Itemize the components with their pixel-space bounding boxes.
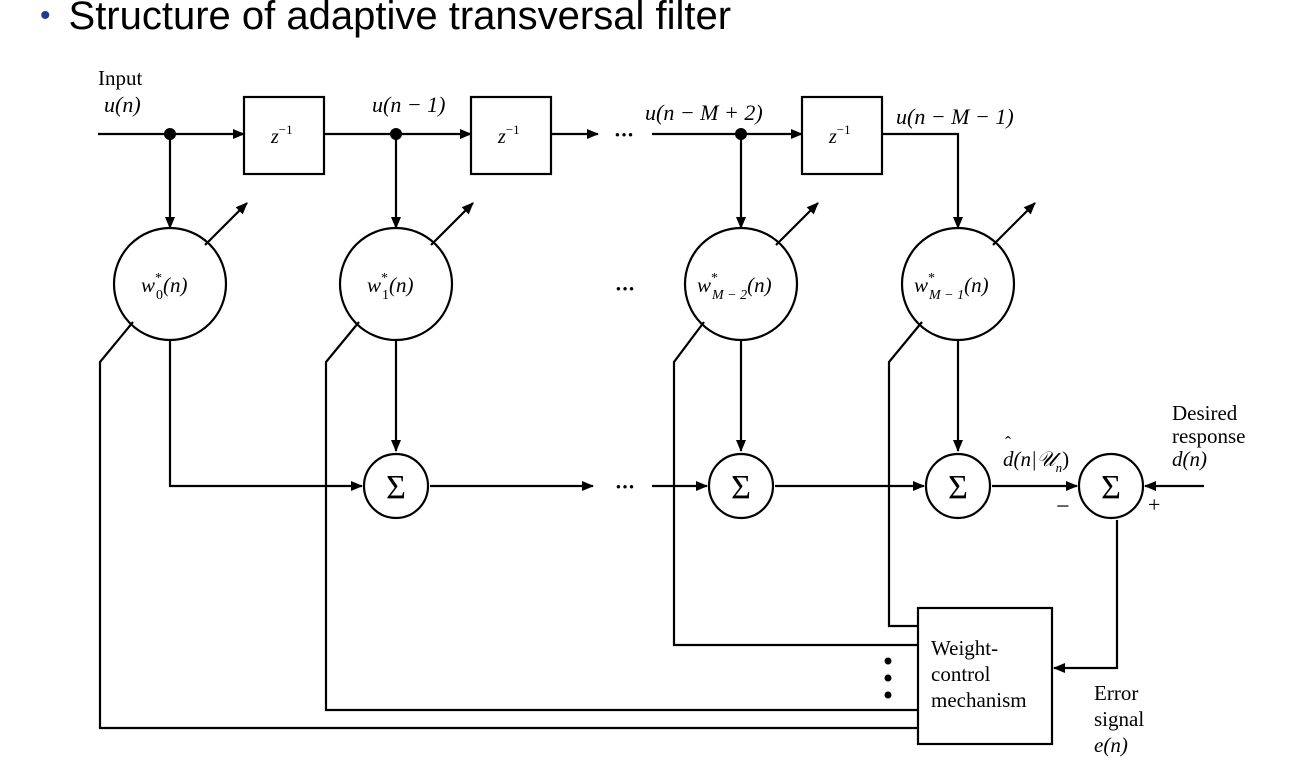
svg-text:w*1(n): w*1(n) (367, 271, 414, 303)
input-label: Input (98, 66, 142, 90)
svg-text:w*M − 2(n): w*M − 2(n) (697, 271, 772, 303)
delay-label-3: z−1 (828, 122, 851, 148)
ellipsis-delay-line: ••• (615, 127, 635, 142)
minus-sign: − (1056, 494, 1070, 520)
tap-label-2: u(n − M + 2) (645, 100, 763, 125)
weight-label-3: w*M − 1(n) (914, 271, 989, 303)
delay-box-3 (800, 95, 884, 176)
svg-text:z−1: z−1 (828, 122, 851, 148)
weight-control-box (916, 606, 1054, 746)
weight-output-0 (168, 340, 363, 491)
feedback-line-0 (98, 321, 918, 730)
vertical-dots (884, 674, 892, 682)
weight-control-line1: Weight- (931, 636, 998, 660)
delay-box-2 (469, 95, 553, 176)
vertical-dots (884, 657, 892, 665)
desired-label-line2: response (1172, 424, 1245, 448)
svg-text:w*M − 1(n): w*M − 1(n) (914, 271, 989, 303)
weight-circle-3 (900, 226, 1016, 342)
weight-circle-2 (683, 226, 799, 342)
sum-node-2 (707, 452, 775, 520)
error-label-line2: signal (1094, 707, 1144, 731)
plus-sign: + (1148, 492, 1160, 517)
feedback-line-3 (887, 321, 923, 628)
weight-label-0: w*0(n) (141, 271, 188, 303)
junction-dot (164, 128, 176, 140)
svg-text:w*0(n): w*0(n) (141, 271, 188, 303)
svg-text:d(n|𝒰n): d(n|𝒰n) (1003, 447, 1069, 475)
vertical-dots (884, 691, 892, 699)
sum-node-3 (924, 452, 992, 520)
adjust-arrow (430, 202, 474, 246)
weight-control-line2: control (931, 662, 991, 686)
delay-label-2: z−1 (497, 122, 520, 148)
error-label-line3: e(n) (1094, 733, 1128, 757)
weight-circle-0 (112, 226, 228, 342)
desired-label-line1: Desired (1172, 401, 1238, 425)
estimate-label: d(n|𝒰n) ˆ (1003, 433, 1069, 475)
junction-dot (735, 128, 747, 140)
tap-label-3: u(n − M − 1) (896, 104, 1014, 129)
slide-title-text: Structure of adaptive transversal filter (68, 0, 732, 38)
delay-box-1 (242, 95, 326, 176)
svg-text:z−1: z−1 (497, 122, 520, 148)
ellipsis-weights: ••• (616, 281, 636, 296)
feedback-line-2 (672, 321, 918, 647)
error-line (1053, 520, 1119, 673)
bullet-icon: • (40, 0, 51, 32)
sum-symbol-2: Σ (731, 469, 751, 506)
sum-node-1 (362, 452, 430, 520)
input-signal-label: u(n) (104, 92, 141, 117)
weight-label-1: w*1(n) (367, 271, 414, 303)
last-tap-line (882, 132, 963, 229)
error-label-line1: Error (1094, 681, 1138, 705)
adjust-arrow (775, 202, 819, 246)
ellipsis-sum-chain: ••• (616, 479, 636, 494)
feedback-line-1 (324, 321, 918, 712)
error-sum-symbol: Σ (1101, 469, 1121, 506)
sum-symbol-3: Σ (948, 469, 968, 506)
adjust-arrow (992, 202, 1036, 246)
svg-text:ˆ: ˆ (1005, 433, 1011, 453)
desired-label-line3: d(n) (1172, 447, 1207, 471)
slide-title: • Structure of adaptive transversal filte… (40, 0, 731, 44)
weight-control-line3: mechanism (931, 688, 1027, 712)
error-sum-node (1077, 452, 1145, 520)
weight-label-2: w*M − 2(n) (697, 271, 772, 303)
tap-label-1: u(n − 1) (372, 92, 446, 117)
adjust-arrow (204, 202, 248, 246)
junction-dot (390, 128, 402, 140)
delay-label-1: z−1 (270, 122, 293, 148)
sum-symbol-1: Σ (386, 469, 406, 506)
svg-text:z−1: z−1 (270, 122, 293, 148)
weight-circle-1 (338, 226, 454, 342)
